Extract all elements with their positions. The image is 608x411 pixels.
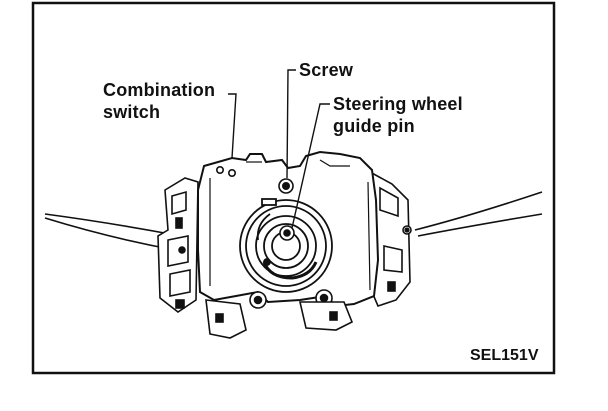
left-switch-housing xyxy=(157,177,199,313)
left-lever-lines xyxy=(44,213,176,251)
label-guide-pin-line1: Steering wheel xyxy=(333,94,463,114)
label-screw: Screw xyxy=(299,60,354,80)
body-holes xyxy=(216,166,237,178)
bottom-brackets xyxy=(205,299,354,339)
figure-frame xyxy=(31,1,556,375)
figure-code: SEL151V xyxy=(470,347,539,364)
label-guide-pin-line2: guide pin xyxy=(333,116,415,136)
clock-spring-hub xyxy=(239,198,333,293)
leader-lines xyxy=(228,69,330,229)
label-combination-switch-line2: switch xyxy=(103,102,161,122)
label-combination-switch-line1: Combination xyxy=(103,80,216,100)
right-lever-lines xyxy=(414,191,543,237)
screw xyxy=(278,178,294,194)
guide-pin xyxy=(279,225,295,241)
body-detail-lines xyxy=(209,159,371,291)
